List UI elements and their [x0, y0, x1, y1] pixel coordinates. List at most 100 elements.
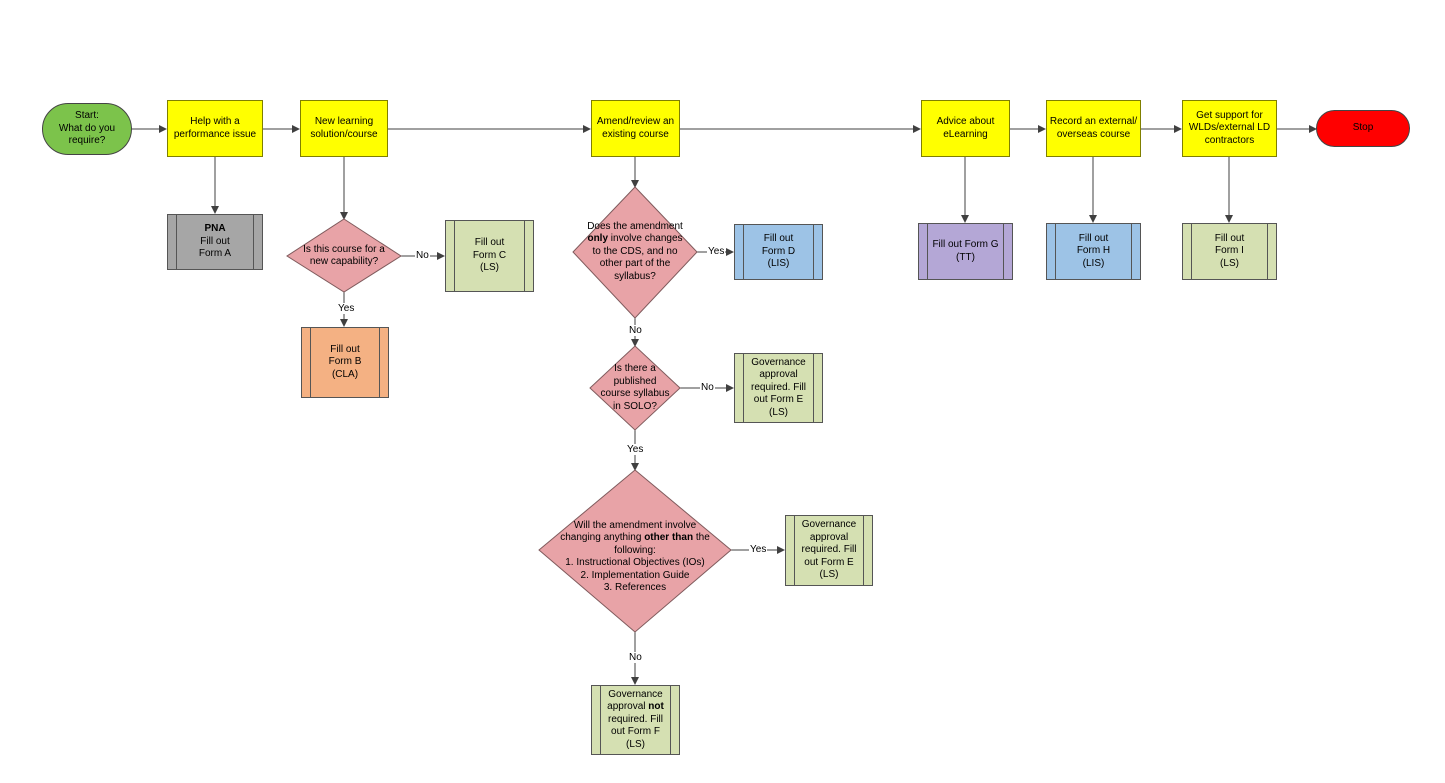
decision-cds-only: [572, 186, 698, 319]
decision-published-syllabus: [589, 345, 681, 431]
decision-line: other part of the: [599, 258, 671, 270]
decision-text-bold: other than: [644, 532, 694, 543]
start-terminal: Start: What do you require?: [42, 103, 132, 155]
form-line: Governance: [751, 356, 806, 368]
form-line: (LIS): [1082, 257, 1105, 269]
start-line-1: Start:: [75, 110, 99, 122]
decision-text: changing anything: [560, 532, 645, 543]
form-g-box: Fill out Form G (TT): [918, 223, 1013, 280]
decision-other-than: [538, 469, 732, 633]
process-line: eLearning: [943, 128, 988, 140]
decision-text: involve changes: [608, 233, 683, 245]
form-h-box: Fill out Form H (LIS): [1046, 223, 1141, 280]
form-line: (LS): [480, 262, 499, 274]
decision-line: published: [613, 375, 657, 387]
label-yes: Yes: [337, 303, 356, 314]
decision-line: Does the amendment: [587, 220, 683, 232]
process-line: Get support for: [1196, 109, 1263, 121]
decision-line: 2. Implementation Guide: [580, 569, 690, 581]
decision-published-syllabus-text: Is there a published course syllabus in …: [590, 362, 680, 414]
form-line: required. Fill: [607, 713, 664, 725]
form-f-box: Governance approval not required. Fill o…: [591, 685, 680, 755]
decision-new-capability-text: Is this course for a new capability?: [290, 238, 398, 274]
form-line: Fill out: [1214, 232, 1245, 244]
start-line-3: require?: [68, 135, 106, 147]
label-no: No: [628, 652, 643, 663]
form-d-box: Fill out Form D (LIS): [734, 224, 823, 280]
form-line: (LS): [819, 569, 839, 581]
form-line: Form A: [198, 248, 232, 260]
form-line: Fill out: [474, 237, 505, 249]
decision-text-bold: only: [587, 233, 609, 245]
form-line: (LIS): [767, 258, 790, 270]
decision-line: syllabus?: [614, 270, 656, 282]
process-amend-course: Amend/review an existing course: [591, 100, 680, 157]
form-line: (CLA): [331, 368, 359, 380]
decision-line: 1. Instructional Objectives (IOs): [565, 557, 705, 568]
label-no: No: [415, 250, 430, 261]
form-line: Form H: [1076, 245, 1111, 257]
decision-line: only involve changes: [587, 233, 682, 246]
form-line: Form C: [472, 249, 507, 261]
process-elearning-advice: Advice about eLearning: [921, 100, 1010, 157]
form-line: (TT): [956, 251, 975, 263]
form-line: required. Fill: [750, 381, 807, 393]
form-line: (LS): [626, 738, 645, 750]
process-line: WLDs/external LD: [1188, 122, 1271, 134]
process-line: Advice about: [936, 116, 995, 127]
form-e-box-1: Governance approval required. Fill out F…: [734, 353, 823, 423]
decision-line: Is there a: [614, 363, 656, 374]
form-line: (LS): [769, 406, 788, 418]
label-yes: Yes: [749, 544, 768, 555]
form-a-box: PNA Fill out Form A: [167, 214, 263, 270]
form-line: Governance: [608, 688, 663, 700]
form-line: approval not: [607, 701, 664, 714]
decision-text: the: [693, 532, 710, 543]
form-b-box: Fill out Form B (CLA): [301, 327, 389, 398]
form-line: out Form F: [611, 726, 660, 738]
form-line: approval: [759, 369, 798, 381]
decision-new-capability: [286, 218, 402, 293]
form-line: Form B: [328, 356, 362, 368]
form-line: Form I: [1215, 245, 1244, 257]
form-line: Form D: [761, 245, 796, 257]
form-line: out Form E: [753, 394, 804, 406]
form-line: Fill out: [200, 235, 230, 247]
form-line: (LS): [1220, 257, 1239, 269]
form-line: out Form E: [804, 556, 854, 568]
process-performance-issue: Help with a performance issue: [167, 100, 263, 157]
form-line: Governance: [801, 519, 857, 531]
form-line: required. Fill: [801, 544, 857, 556]
process-external-course: Record an external/ overseas course: [1046, 100, 1141, 157]
process-line: performance issue: [173, 128, 257, 140]
process-line: solution/course: [310, 128, 378, 140]
form-line: approval: [809, 531, 849, 543]
process-wld-support: Get support for WLDs/external LD contrac…: [1182, 100, 1277, 157]
decision-line: in SOLO?: [613, 400, 657, 412]
process-line: contractors: [1204, 134, 1255, 146]
form-a-title: PNA: [204, 223, 226, 235]
form-line: Fill out: [330, 343, 360, 355]
stop-terminal: Stop: [1316, 110, 1410, 147]
form-text-bold: not: [648, 701, 664, 713]
process-line: existing course: [602, 128, 669, 140]
decision-line: following:: [614, 544, 656, 556]
form-line: Fill out: [763, 233, 794, 245]
process-line: New learning: [314, 116, 374, 127]
decision-line: new capability?: [309, 256, 379, 267]
form-line: Fill out Form G: [932, 239, 999, 250]
process-line: Help with a: [190, 116, 240, 127]
label-yes: Yes: [707, 246, 726, 257]
decision-line: Will the amendment involve: [573, 519, 697, 531]
label-yes: Yes: [626, 444, 645, 455]
label-no: No: [700, 382, 715, 393]
form-e-box-2: Governance approval required. Fill out F…: [785, 515, 873, 586]
form-line: Fill out: [1078, 232, 1109, 244]
process-line: Record an external/: [1049, 116, 1138, 127]
process-line: overseas course: [1056, 128, 1131, 140]
decision-line: 3. References: [603, 582, 667, 593]
form-i-box: Fill out Form I (LS): [1182, 223, 1277, 280]
decision-line: course syllabus: [600, 388, 670, 399]
decision-line: to the CDS, and no: [592, 245, 678, 257]
